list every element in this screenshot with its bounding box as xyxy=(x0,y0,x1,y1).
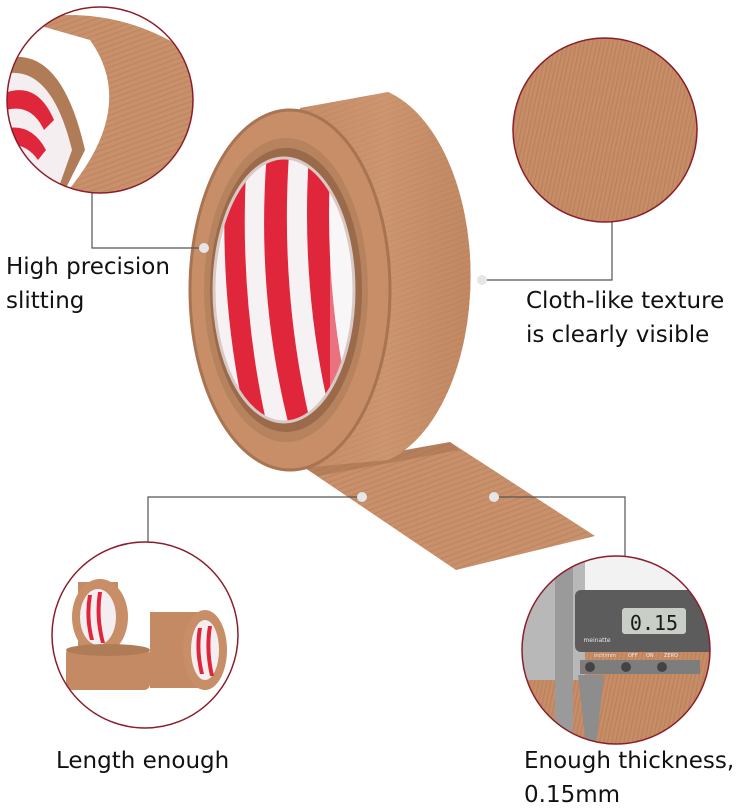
label-thickness-line1: Enough thickness, xyxy=(524,748,735,774)
dot-texture xyxy=(477,275,487,285)
label-slitting-line1: High precision xyxy=(6,254,170,280)
label-thickness: Enough thickness, 0.15mm xyxy=(524,744,734,812)
caliper-screen xyxy=(622,608,686,634)
dot-slitting xyxy=(199,243,209,253)
leader-thickness xyxy=(494,496,626,556)
label-length-line1: Length enough xyxy=(56,748,230,774)
callout-texture xyxy=(512,37,698,223)
callout-slitting xyxy=(6,6,194,194)
tape-roll-face-edge xyxy=(188,108,392,472)
caliper-brand: meinatte xyxy=(583,637,610,644)
caliper-unit-label: inch/mm xyxy=(594,653,616,659)
tape-core-rim xyxy=(212,156,356,424)
caliper-reading: 0.15 xyxy=(630,611,678,635)
label-texture-line2: is clearly visible xyxy=(526,322,710,348)
dot-thickness xyxy=(489,492,499,502)
dot-length xyxy=(357,492,367,502)
label-thickness-line2: 0.15mm xyxy=(524,782,621,808)
leader-texture xyxy=(482,220,613,281)
label-slitting-line2: slitting xyxy=(6,288,85,314)
leader-length xyxy=(147,496,362,552)
caliper-off-label: OFF xyxy=(628,653,638,659)
main-tape-roll xyxy=(188,92,595,570)
label-texture: Cloth-like texture is clearly visible xyxy=(526,284,724,352)
leader-slitting xyxy=(91,192,204,249)
callout-thickness: 0.15 meinatte inch/mm OFF ON ZERO xyxy=(521,555,711,745)
label-texture-line1: Cloth-like texture xyxy=(526,288,725,314)
label-slitting: High precision slitting xyxy=(6,250,170,318)
caliper-zero-label: ZERO xyxy=(664,653,678,659)
leader-lines xyxy=(91,192,626,556)
tape-strip xyxy=(305,442,595,570)
label-length: Length enough xyxy=(56,744,229,778)
callout-length xyxy=(51,541,239,729)
caliper-on-label: ON xyxy=(646,653,654,659)
